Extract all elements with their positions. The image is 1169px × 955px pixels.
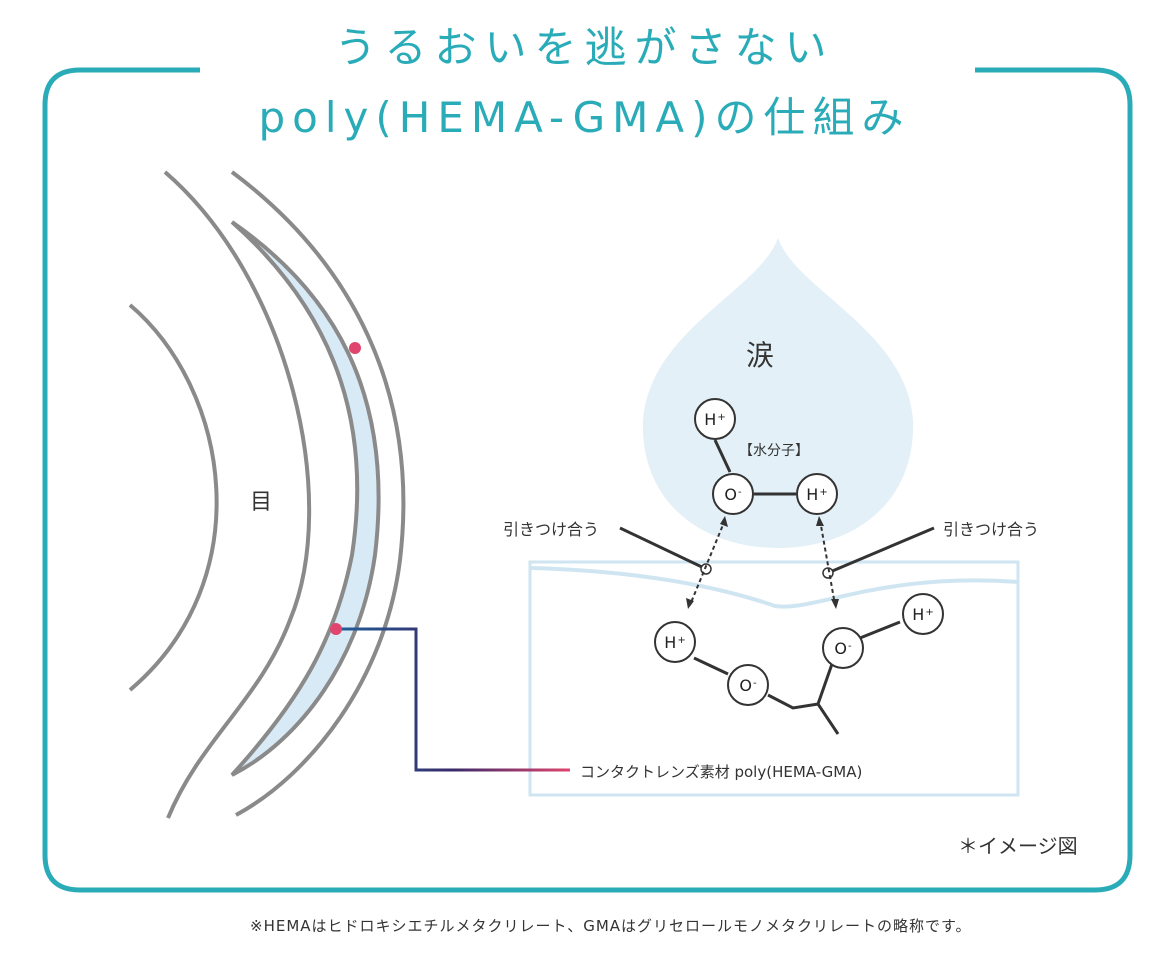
attract-left-label: 引きつけ合う bbox=[503, 520, 600, 539]
bond-o-h-lens bbox=[859, 620, 901, 640]
lens-pointer-line bbox=[336, 627, 570, 772]
contact-lens-body bbox=[230, 220, 381, 777]
atom-charge: + bbox=[819, 486, 828, 498]
eye-label: 目 bbox=[250, 490, 273, 515]
tear-pointer-dot bbox=[349, 342, 361, 354]
lens-hydrogen-atom-left: H+ bbox=[654, 621, 696, 663]
title-line-1: うるおいを逃がさない bbox=[334, 23, 835, 72]
atom-charge: - bbox=[847, 640, 852, 652]
bond-h-o-lens bbox=[693, 656, 729, 676]
lens-pointer-dot bbox=[330, 623, 342, 635]
attract-right-label: 引きつけ合う bbox=[943, 520, 1040, 539]
hydrogen-bond-right-arrow-top bbox=[816, 516, 824, 526]
eye-outer-curve bbox=[163, 170, 312, 819]
atom-symbol: H bbox=[912, 604, 925, 624]
atom-symbol: H bbox=[664, 632, 677, 652]
footnote: ※HEMAはヒドロキシエチルメタクリレート、GMAはグリセロールモノメタクリレー… bbox=[250, 917, 972, 935]
atom-symbol: H bbox=[704, 409, 717, 429]
lens-oxygen-atom-left: O- bbox=[727, 664, 769, 706]
hydrogen-bond-right bbox=[819, 519, 836, 606]
eye-curve bbox=[128, 303, 219, 692]
atom-symbol: O bbox=[739, 675, 752, 695]
lens-surface-wave bbox=[529, 566, 1019, 609]
bond-h-o-water bbox=[713, 439, 732, 473]
tear-label: 涙 bbox=[746, 339, 775, 372]
atom-symbol: O bbox=[834, 638, 847, 658]
hydrogen-bond-left bbox=[689, 519, 726, 606]
atom-symbol: H bbox=[806, 484, 819, 504]
hydrogen-bond-right-arrow-bottom bbox=[831, 599, 839, 609]
atom-charge: - bbox=[752, 677, 757, 689]
lens-material-label: コンタクトレンズ素材 poly(HEMA-GMA) bbox=[580, 763, 863, 781]
lens-outer-curve bbox=[230, 170, 406, 817]
image-note: ＊イメージ図 bbox=[958, 834, 1078, 858]
water-hydrogen-atom-right: H+ bbox=[796, 473, 838, 515]
hydrogen-bond-left-arrow-top bbox=[720, 516, 728, 527]
atom-charge: + bbox=[925, 606, 934, 618]
attract-right-line bbox=[829, 526, 935, 574]
lens-oxygen-atom-right: O- bbox=[822, 627, 864, 669]
tear-drop-shape bbox=[642, 238, 914, 548]
atom-symbol: O bbox=[724, 484, 737, 504]
lens-backbone bbox=[767, 663, 840, 735]
atom-charge: - bbox=[737, 486, 742, 498]
atom-charge: + bbox=[717, 411, 726, 423]
lens-hydrogen-atom-right: H+ bbox=[902, 593, 944, 635]
water-oxygen-atom: O- bbox=[712, 473, 754, 515]
frame-border bbox=[42, 67, 1133, 893]
water-molecule-label: 【水分子】 bbox=[739, 443, 809, 459]
title-line-2: poly(HEMA-GMA)の仕組み bbox=[258, 93, 911, 142]
atom-charge: + bbox=[677, 634, 686, 646]
water-hydrogen-atom-top: H+ bbox=[694, 398, 736, 440]
attract-left-marker bbox=[700, 563, 712, 575]
attract-left-line bbox=[619, 526, 705, 570]
hydrogen-bond-left-arrow-bottom bbox=[686, 598, 694, 609]
